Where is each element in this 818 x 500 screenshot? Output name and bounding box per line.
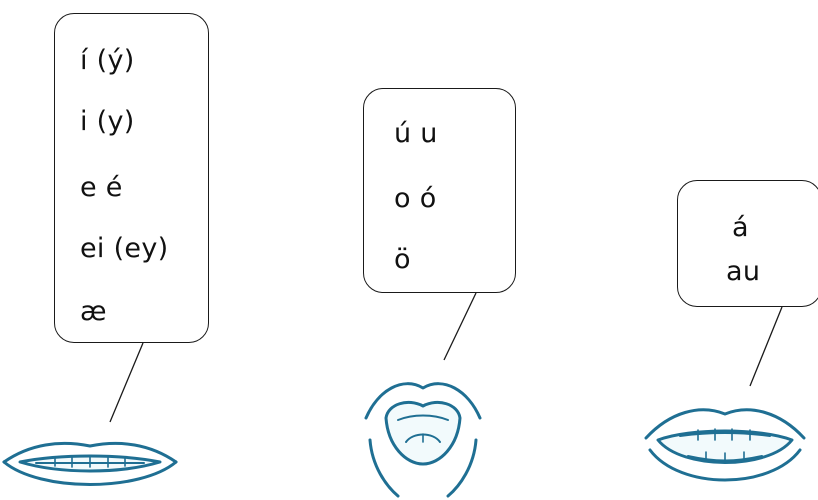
connector-spread xyxy=(109,342,144,423)
rounded-lips-mouth-icon xyxy=(364,382,482,498)
vowel-line: ö xyxy=(394,244,411,275)
connector-open xyxy=(749,306,783,387)
speech-bubble-rounded xyxy=(363,88,516,293)
vowel-line: æ xyxy=(80,296,107,327)
vowel-line: e é xyxy=(80,172,123,203)
vowel-line: í (ý) xyxy=(80,45,135,76)
spread-lips-mouth-icon xyxy=(2,441,178,486)
connector-rounded xyxy=(443,292,477,361)
open-mouth-icon xyxy=(644,408,806,482)
vowel-line: ú u xyxy=(394,118,438,149)
vowel-line: o ó xyxy=(394,183,437,214)
speech-bubble-spread xyxy=(54,13,209,343)
vowel-line: á xyxy=(732,212,749,243)
vowel-line: au xyxy=(726,256,761,287)
vowel-line: ei (ey) xyxy=(80,233,169,264)
vowel-line: i (y) xyxy=(80,106,135,137)
speech-bubble-open xyxy=(677,180,818,307)
